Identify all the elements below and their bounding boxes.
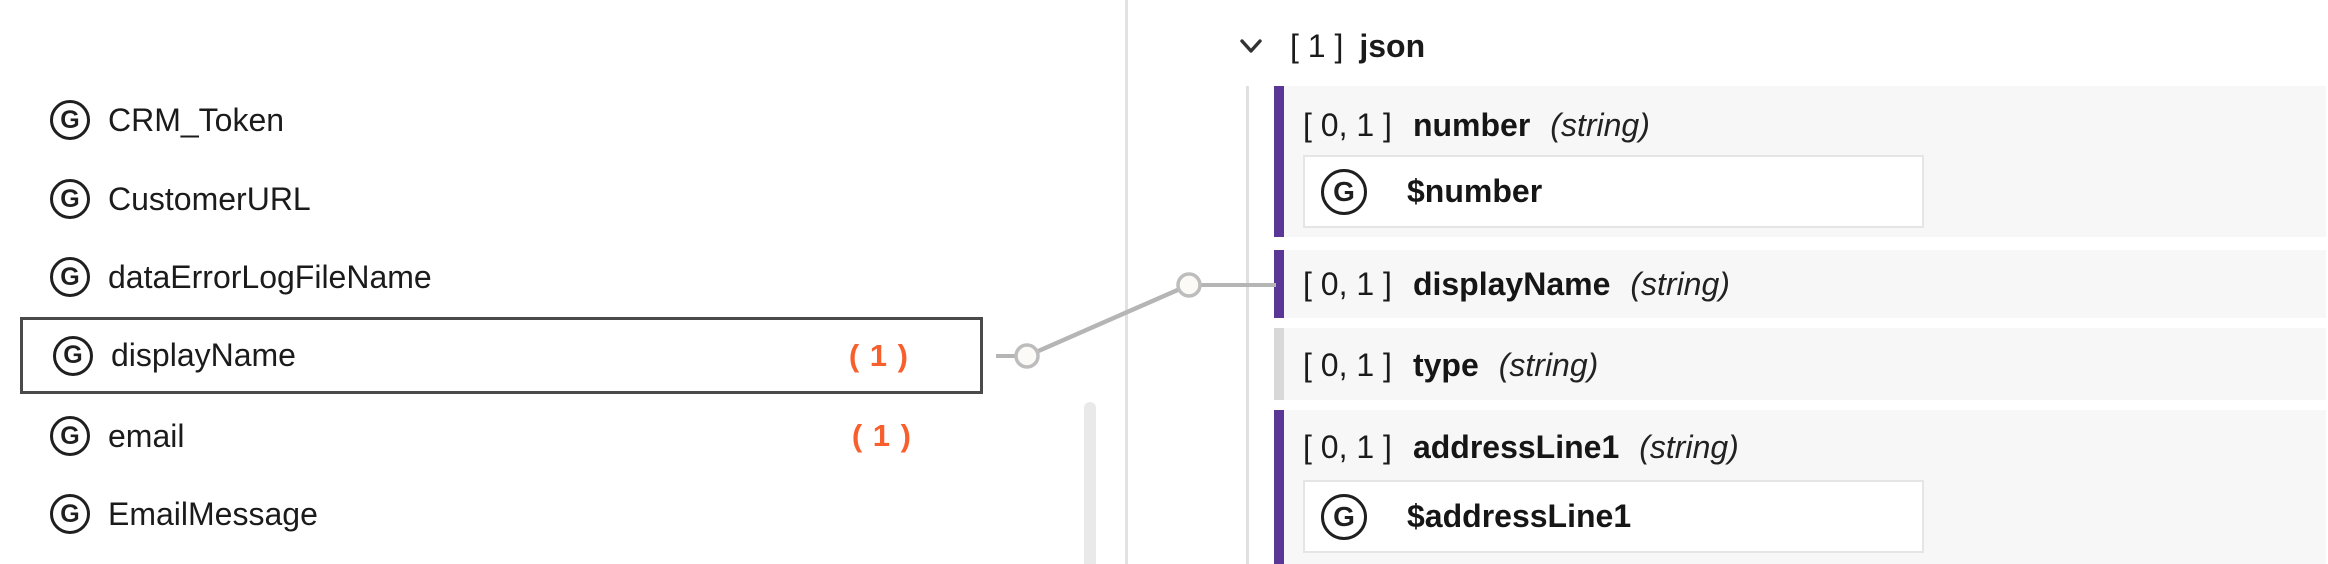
field-cardinality: [ 0, 1 ]: [1303, 107, 1392, 143]
field-type: (string): [1550, 107, 1650, 143]
field-name: type: [1412, 347, 1479, 383]
global-variable-icon: G: [1321, 168, 1367, 215]
scrollbar-thumb[interactable]: [1084, 402, 1096, 564]
connector-endpoint-source[interactable]: [1014, 343, 1040, 369]
chevron-down-icon[interactable]: [1240, 38, 1262, 54]
variable-row-display-name-selected[interactable]: G displayName ( 1 ): [20, 317, 983, 394]
global-variable-icon: G: [50, 179, 90, 219]
field-label: [ 0, 1 ] addressLine1 (string): [1303, 410, 2326, 467]
field-row-type[interactable]: [ 0, 1 ] type (string): [1274, 328, 2326, 400]
variable-label: displayName: [111, 337, 296, 373]
field-accent-bar: [1274, 410, 1284, 564]
mapping-count-badge: ( 1 ): [848, 337, 909, 373]
tree-guide-line: [1246, 86, 1249, 564]
variable-label: CRM_Token: [108, 101, 285, 138]
root-cardinality: [ 1 ]: [1290, 27, 1344, 64]
root-name: json: [1359, 27, 1426, 64]
field-type: (string): [1639, 429, 1739, 465]
variable-label: EmailMessage: [108, 495, 318, 532]
field-row-display-name[interactable]: [ 0, 1 ] displayName (string): [1274, 250, 2326, 318]
json-root-node[interactable]: [ 1 ] json: [1240, 26, 1425, 66]
field-label: [ 0, 1 ] type (string): [1303, 328, 2326, 385]
connector-endpoint-target[interactable]: [1176, 272, 1202, 298]
mapping-count-badge: ( 1 ): [851, 418, 912, 453]
field-name: addressLine1: [1412, 429, 1620, 465]
variable-row-crm-token[interactable]: G CRM_Token: [20, 81, 983, 159]
variable-row-email[interactable]: G email ( 1 ): [20, 397, 983, 475]
variable-row-data-error-log-file-name[interactable]: G dataErrorLogFileName: [20, 238, 983, 316]
variable-row-customer-url[interactable]: G CustomerURL: [20, 160, 983, 238]
field-name: number: [1412, 107, 1531, 143]
global-variable-icon: G: [53, 335, 93, 376]
field-cardinality: [ 0, 1 ]: [1303, 429, 1392, 465]
field-label: [ 0, 1 ] number (string): [1303, 86, 2326, 145]
variable-label: dataErrorLogFileName: [108, 258, 432, 295]
field-name: displayName: [1412, 266, 1611, 302]
field-row-address-line1[interactable]: [ 0, 1 ] addressLine1 (string) G $addres…: [1274, 410, 2326, 564]
field-cardinality: [ 0, 1 ]: [1303, 347, 1392, 383]
variable-label: email: [108, 417, 185, 454]
mapping-chip-address-line1[interactable]: G $addressLine1: [1303, 480, 1924, 553]
global-variable-icon: G: [50, 257, 90, 297]
panel-divider: [1125, 0, 1128, 564]
field-row-number[interactable]: [ 0, 1 ] number (string) G $number: [1274, 86, 2326, 237]
global-variable-icon: G: [1321, 493, 1367, 540]
field-accent-bar: [1274, 328, 1284, 400]
global-variable-icon: G: [50, 416, 90, 456]
field-accent-bar: [1274, 250, 1284, 318]
field-type: (string): [1630, 266, 1730, 302]
field-label: [ 0, 1 ] displayName (string): [1303, 250, 2326, 304]
mapping-expression: $addressLine1: [1407, 498, 1632, 534]
global-variable-icon: G: [50, 494, 90, 534]
variable-row-email-message[interactable]: G EmailMessage: [20, 475, 983, 553]
mapping-chip-number[interactable]: G $number: [1303, 155, 1924, 228]
field-type: (string): [1498, 347, 1599, 383]
variable-label: CustomerURL: [108, 180, 311, 217]
field-cardinality: [ 0, 1 ]: [1303, 266, 1392, 302]
field-accent-bar: [1274, 86, 1284, 237]
global-variable-icon: G: [50, 100, 90, 140]
mapping-expression: $number: [1407, 173, 1543, 209]
